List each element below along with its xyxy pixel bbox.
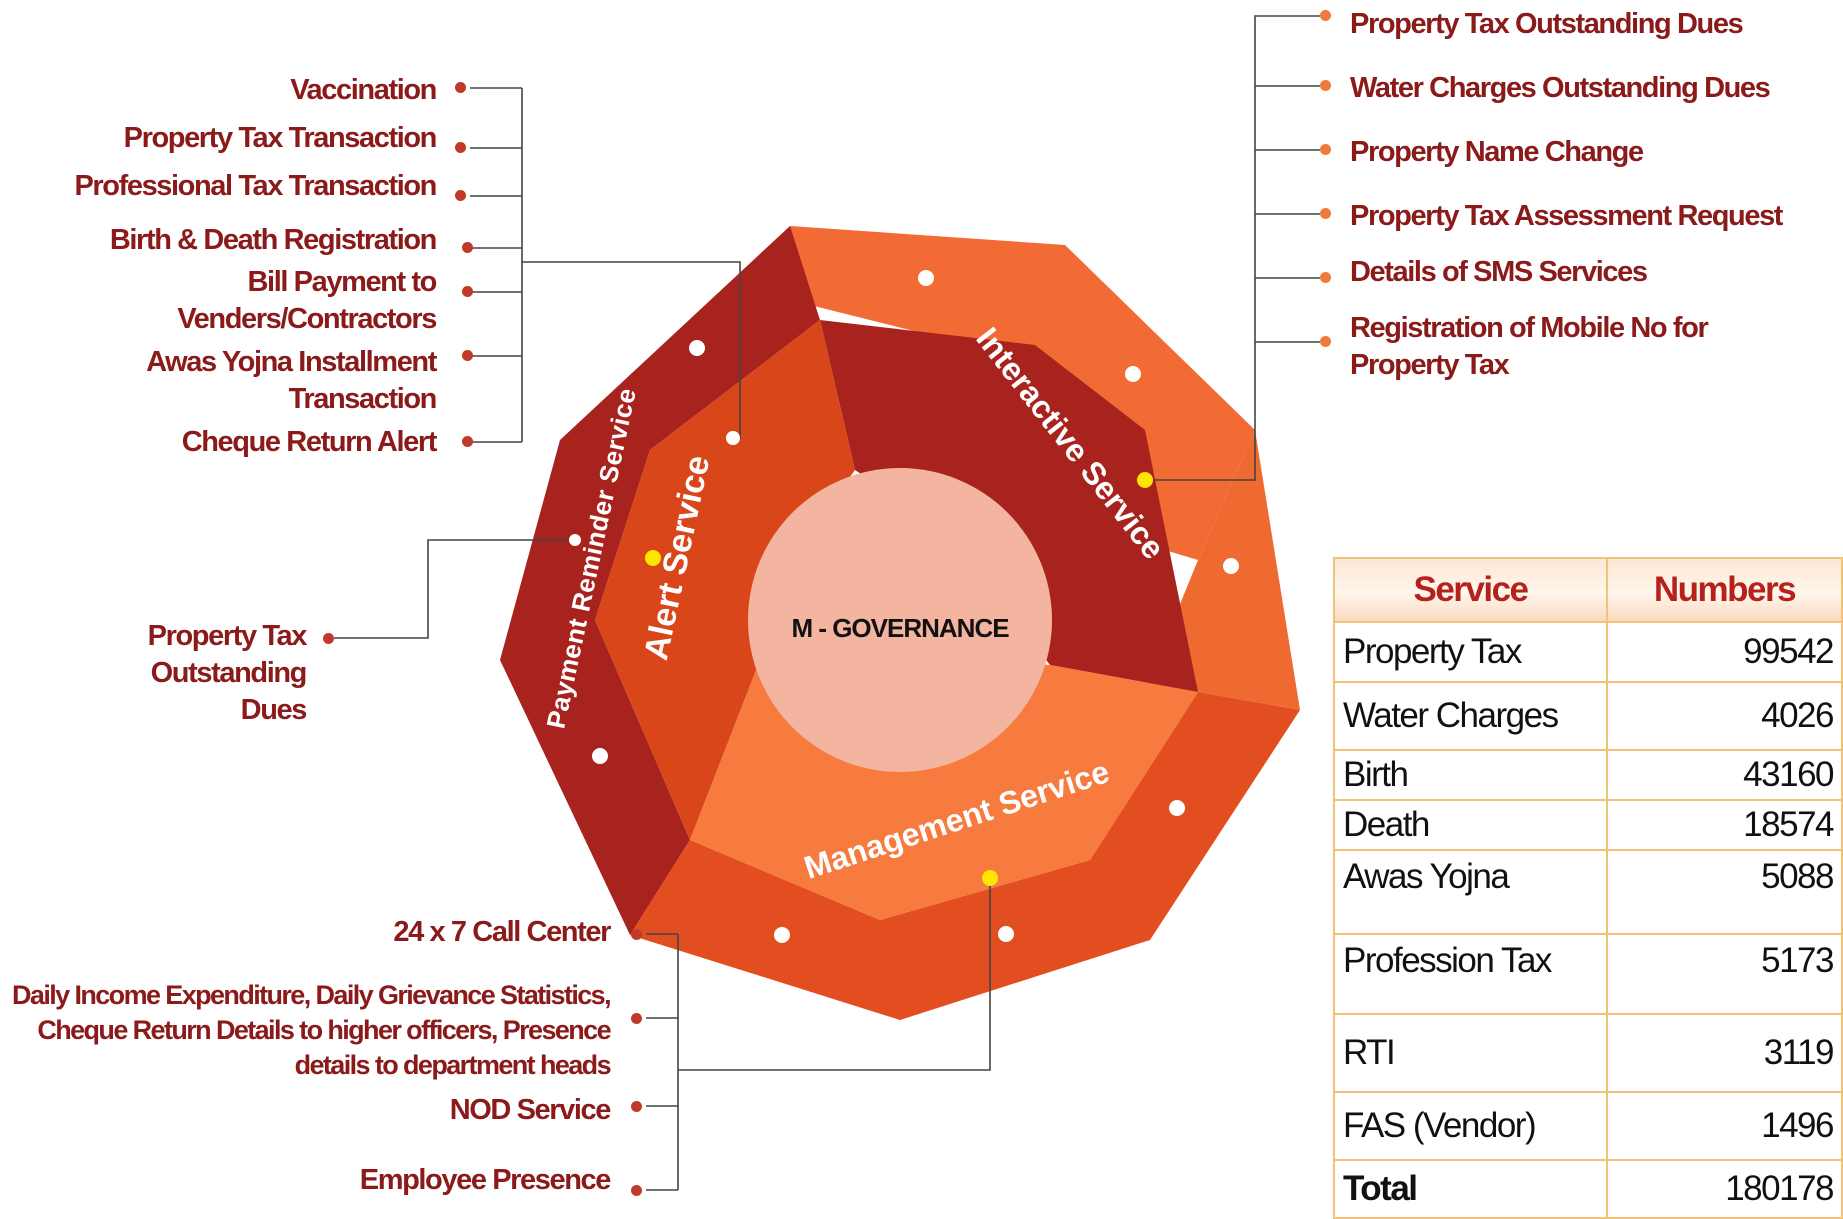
bullet-dot (631, 929, 642, 940)
bullet-dot (1320, 144, 1331, 155)
cell-total-label: Total (1333, 1159, 1608, 1219)
cell-service: Property Tax (1333, 621, 1608, 683)
inner-segment-interactive (820, 320, 1198, 692)
management-item-nod-service: NOD Service (449, 1094, 612, 1126)
dot (592, 748, 608, 764)
alert-item-cheque-return: Cheque Return Alert (181, 426, 438, 458)
interactive-connector (1145, 15, 1320, 481)
dot (726, 431, 740, 445)
bullet-dot (1320, 272, 1331, 283)
table-row: Death 18574 (1333, 799, 1843, 851)
cell-service: Death (1333, 799, 1608, 851)
dot (998, 926, 1014, 942)
alert-item-awas-yojna: Awas Yojna Installment Transaction (146, 346, 437, 415)
management-bracket (646, 933, 679, 1191)
interactive-item-property-name-change: Property Name Change (1350, 136, 1644, 168)
outer-segment-left (500, 226, 820, 935)
bullet-dot (455, 190, 466, 201)
table-row: FAS (Vendor) 1496 (1333, 1091, 1843, 1161)
bullet-dot (1320, 80, 1331, 91)
cell-number: 99542 (1606, 621, 1843, 683)
white-dots (569, 270, 1239, 943)
interactive-item-water-charges-dues: Water Charges Outstanding Dues (1350, 72, 1771, 104)
bullet-dot (1320, 208, 1331, 219)
alert-item-vaccination: Vaccination (290, 74, 437, 106)
connector-lines (334, 15, 1320, 1191)
management-item-employee-presence: Employee Presence (359, 1164, 612, 1196)
dot (774, 927, 790, 943)
interactive-item-sms-services: Details of SMS Services (1350, 256, 1648, 288)
interactive-bracket (1255, 85, 1320, 343)
payment-connector (334, 539, 578, 639)
dot (918, 270, 934, 286)
bullet-dot (455, 142, 466, 153)
yellow-markers (645, 472, 1153, 886)
bullet-dot (462, 286, 473, 297)
yellow-dot-management (982, 870, 998, 886)
management-connector (678, 878, 991, 1071)
payment-item-property-tax-dues: Property Tax Outstanding Dues (147, 620, 308, 726)
dot (569, 534, 581, 546)
inner-segment-alert (595, 320, 855, 840)
table-row: RTI 3119 (1333, 1013, 1843, 1093)
alert-item-property-tax-transaction: Property Tax Transaction (123, 122, 438, 154)
cell-service: FAS (Vendor) (1333, 1091, 1608, 1161)
cell-number: 5173 (1606, 933, 1843, 1015)
alert-item-bill-payment: Bill Payment to Venders/Contractors (177, 266, 437, 335)
cell-service: Water Charges (1333, 681, 1608, 751)
interactive-item-mobile-registration: Registration of Mobile No for Property T… (1350, 312, 1709, 381)
cell-total-value: 180178 (1606, 1159, 1843, 1219)
bullet-dot (631, 1101, 642, 1112)
bullet-dot (631, 1013, 642, 1024)
interactive-item-assessment-request: Property Tax Assessment Request (1350, 200, 1783, 232)
cell-number: 5088 (1606, 849, 1843, 935)
management-item-call-center: 24 x 7 Call Center (393, 916, 611, 948)
service-numbers-table: Service Numbers Property Tax 99542 Water… (1333, 557, 1843, 1219)
center-circle (748, 468, 1052, 772)
alert-bracket (470, 87, 523, 443)
bullet-dot (455, 82, 466, 93)
outer-segment-bottom (630, 692, 1300, 1020)
yellow-dot-interactive (1137, 472, 1153, 488)
cell-service: Birth (1333, 749, 1608, 801)
cell-service: Awas Yojna (1333, 849, 1608, 935)
cell-number: 3119 (1606, 1013, 1843, 1093)
table-row: Property Tax 99542 (1333, 621, 1843, 683)
bullet-dot (462, 242, 473, 253)
cell-number: 4026 (1606, 681, 1843, 751)
alert-item-professional-tax-transaction: Professional Tax Transaction (74, 170, 437, 202)
table-row: Water Charges 4026 (1333, 681, 1843, 751)
cell-number: 1496 (1606, 1091, 1843, 1161)
column-header-numbers: Numbers (1606, 557, 1843, 623)
dot (1125, 366, 1141, 382)
yellow-dot-alert (645, 550, 661, 566)
cell-number: 43160 (1606, 749, 1843, 801)
bullet-dot (323, 633, 334, 644)
bullet-dot (631, 1185, 642, 1196)
cell-number: 18574 (1606, 799, 1843, 851)
dot (689, 340, 705, 356)
center-label: M - GOVERNANCE (791, 613, 1009, 643)
table-row: Birth 43160 (1333, 749, 1843, 801)
bullet-dot (462, 350, 473, 361)
bullet-dot (1320, 336, 1331, 347)
cell-service: RTI (1333, 1013, 1608, 1093)
dot (1169, 800, 1185, 816)
table-row: Profession Tax 5173 (1333, 933, 1843, 1015)
management-item-daily-reports: Daily Income Expenditure, Daily Grievanc… (12, 980, 612, 1080)
column-header-service: Service (1333, 557, 1608, 623)
bullet-dot (1320, 10, 1331, 21)
interactive-item-property-tax-dues: Property Tax Outstanding Dues (1350, 8, 1744, 40)
alert-item-birth-death-registration: Birth & Death Registration (109, 224, 438, 256)
cell-service: Profession Tax (1333, 933, 1608, 1015)
table-header-row: Service Numbers (1333, 557, 1843, 623)
table-total-row: Total 180178 (1333, 1159, 1843, 1219)
table-row: Awas Yojna 5088 (1333, 849, 1843, 935)
bullet-dot (462, 436, 473, 447)
dot (1223, 558, 1239, 574)
